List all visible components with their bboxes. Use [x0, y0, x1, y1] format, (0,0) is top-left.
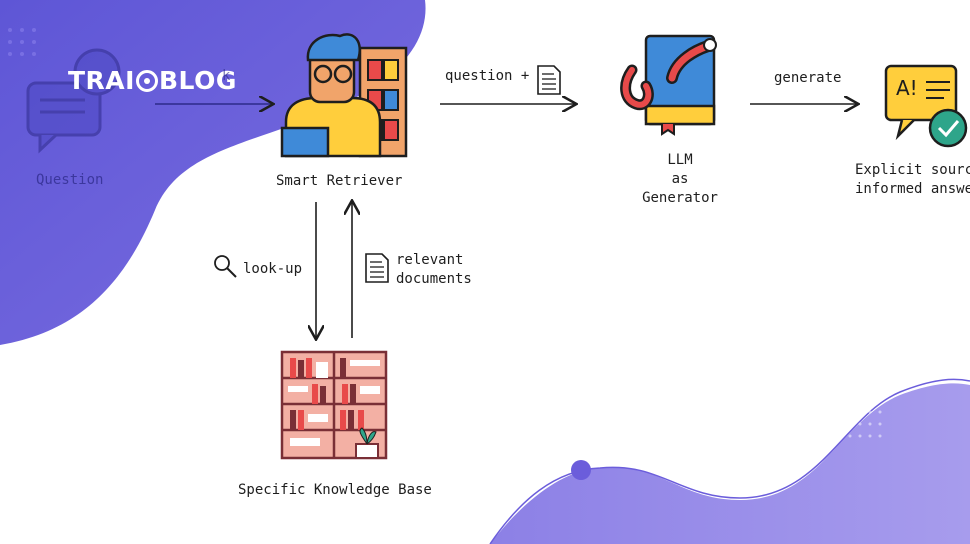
answer-label-line1: Explicit source — [855, 162, 970, 178]
documents-icon — [365, 253, 389, 283]
retriever-person-icon — [280, 33, 408, 158]
lookup-label: look-up — [243, 261, 303, 277]
answer-bubble-check-icon: A! — [884, 64, 968, 148]
magnifier-icon — [214, 255, 237, 278]
llm-label-line1: LLM — [667, 152, 693, 168]
chat-bubble-icon — [26, 48, 121, 154]
wave-dot — [571, 460, 591, 480]
llm-label-line2: as — [671, 171, 689, 187]
dot-pattern-top-left — [8, 28, 36, 56]
llm-label-line3: Generator — [642, 190, 718, 206]
question-plus-label: question + — [445, 68, 530, 84]
wave-line — [489, 378, 970, 544]
dot-pattern-bottom-right — [848, 410, 882, 438]
answer-label-line2: informed answe — [855, 181, 970, 197]
purple-wave-bottom-right — [490, 383, 970, 544]
brand-left: TRAI — [68, 66, 135, 95]
relevant-documents-label: relevant documents — [396, 251, 472, 289]
answer-label: Explicit source informed answe — [855, 161, 970, 199]
document-icon-small — [537, 65, 561, 95]
question-label: Question — [36, 172, 104, 188]
knowledge-base-bookshelf-icon — [280, 350, 388, 460]
retriever-label: Smart Retriever — [276, 173, 403, 189]
knowledge-base-label: Specific Knowledge Base — [238, 482, 432, 498]
svg-text:A!: A! — [896, 76, 918, 100]
relevant-label-line1: relevant — [396, 252, 464, 268]
llm-book-worm-icon — [620, 34, 717, 136]
brand-logo[interactable]: TRAI BLOG — [68, 66, 237, 95]
llm-label: LLM as Generator — [620, 151, 740, 208]
relevant-label-line2: documents — [396, 271, 472, 287]
brand-right: BLOG — [158, 66, 237, 95]
eye-icon — [135, 69, 158, 92]
generate-label: generate — [774, 70, 842, 86]
ask-partial-label: k — [222, 68, 231, 84]
